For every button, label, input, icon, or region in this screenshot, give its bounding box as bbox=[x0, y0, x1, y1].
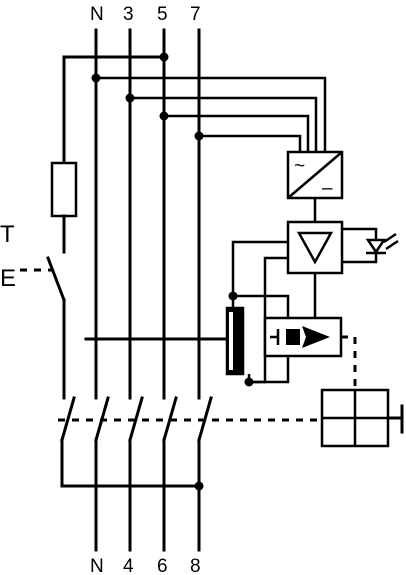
trip-relay bbox=[233, 273, 357, 390]
test-circuit bbox=[20, 55, 201, 488]
terminal-bottom-8: 8 bbox=[190, 556, 201, 575]
converter-ac-symbol: ~ bbox=[294, 156, 305, 177]
converter-dc-symbol: – bbox=[322, 178, 333, 199]
ac-dc-converter: ~ – bbox=[286, 150, 344, 200]
test-label-t: T bbox=[0, 221, 15, 248]
amplifier bbox=[286, 220, 344, 275]
terminal-bottom-n: N bbox=[90, 556, 104, 575]
terminal-top-n: N bbox=[90, 4, 104, 25]
conductors-top bbox=[94, 28, 201, 400]
terminal-top-3: 3 bbox=[123, 4, 134, 25]
test-label-e: E bbox=[0, 265, 16, 292]
supply-taps bbox=[96, 76, 327, 152]
trip-mechanism bbox=[320, 388, 404, 448]
current-transformer bbox=[225, 296, 251, 382]
led-indicator-icon bbox=[342, 227, 399, 264]
conductors-bottom bbox=[94, 438, 201, 552]
test-resistor bbox=[50, 161, 78, 218]
junctions bbox=[91, 52, 254, 491]
terminal-bottom-4: 4 bbox=[123, 556, 134, 575]
terminal-bottom-6: 6 bbox=[157, 556, 168, 575]
terminal-top-5: 5 bbox=[157, 4, 168, 25]
terminal-top-7: 7 bbox=[190, 4, 201, 25]
